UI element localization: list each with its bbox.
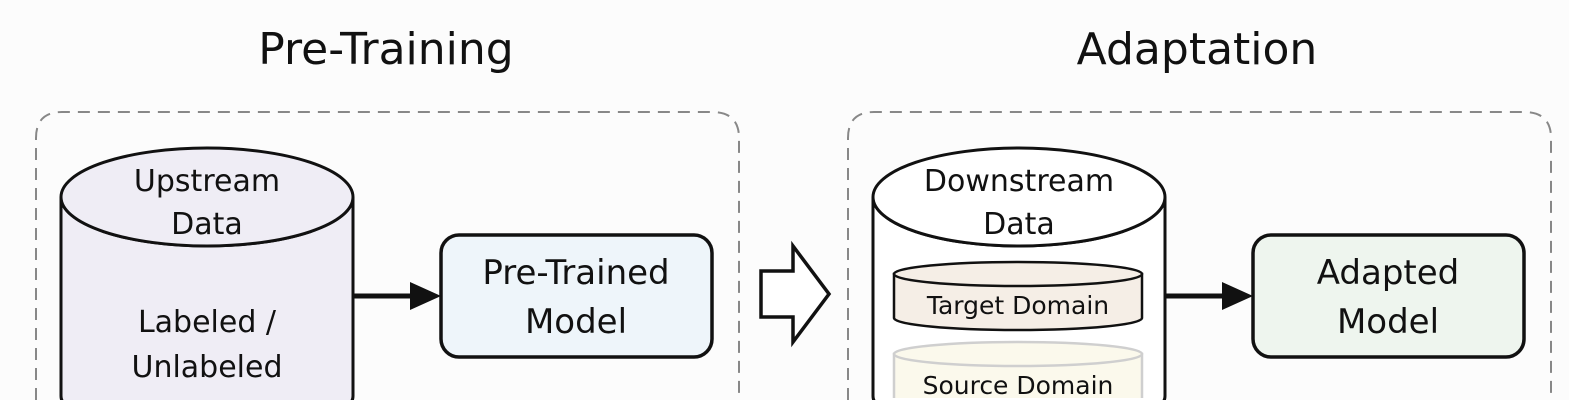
upstream-data-label-line1: Upstream xyxy=(134,164,280,199)
target-domain-disk: Target Domain xyxy=(892,260,1144,332)
pretrained-model-label-line1: Pre-Trained xyxy=(482,253,669,293)
upstream-data-type-line2: Unlabeled xyxy=(131,350,282,385)
source-domain-label: Source Domain xyxy=(923,371,1114,400)
target-domain-label: Target Domain xyxy=(926,291,1109,320)
adaptation-title: Adaptation xyxy=(1077,24,1318,75)
pretrained-model-box: Pre-Trained Model xyxy=(439,233,714,359)
downstream-data-label-line2: Data xyxy=(983,207,1055,242)
adaptation-panel xyxy=(847,111,1552,400)
pretraining-panel xyxy=(35,111,740,400)
upstream-data-cylinder: Upstream Data Labeled / Unlabeled xyxy=(59,146,355,400)
pretrained-model-label-line2: Model xyxy=(525,302,627,342)
upstream-cylinder-top xyxy=(59,146,355,248)
adapted-model-label-line2: Model xyxy=(1337,302,1439,342)
source-domain-disk: Source Domain xyxy=(892,340,1144,400)
pretraining-title: Pre-Training xyxy=(258,24,513,75)
upstream-data-label-line2: Data xyxy=(171,207,243,242)
downstream-data-cylinder: Downstream Data Target Domain Source Dom… xyxy=(871,146,1167,400)
adapted-model-label-line1: Adapted xyxy=(1317,253,1460,293)
arrow-upstream-to-pretrained xyxy=(353,282,441,310)
adapted-model-box: Adapted Model xyxy=(1251,233,1526,359)
arrow-downstream-to-adapted xyxy=(1165,282,1253,310)
upstream-data-type-line1: Labeled / xyxy=(138,305,277,340)
stage-transition-arrow xyxy=(759,240,832,348)
downstream-data-label-line1: Downstream xyxy=(924,164,1114,199)
downstream-cylinder-top xyxy=(871,146,1167,248)
